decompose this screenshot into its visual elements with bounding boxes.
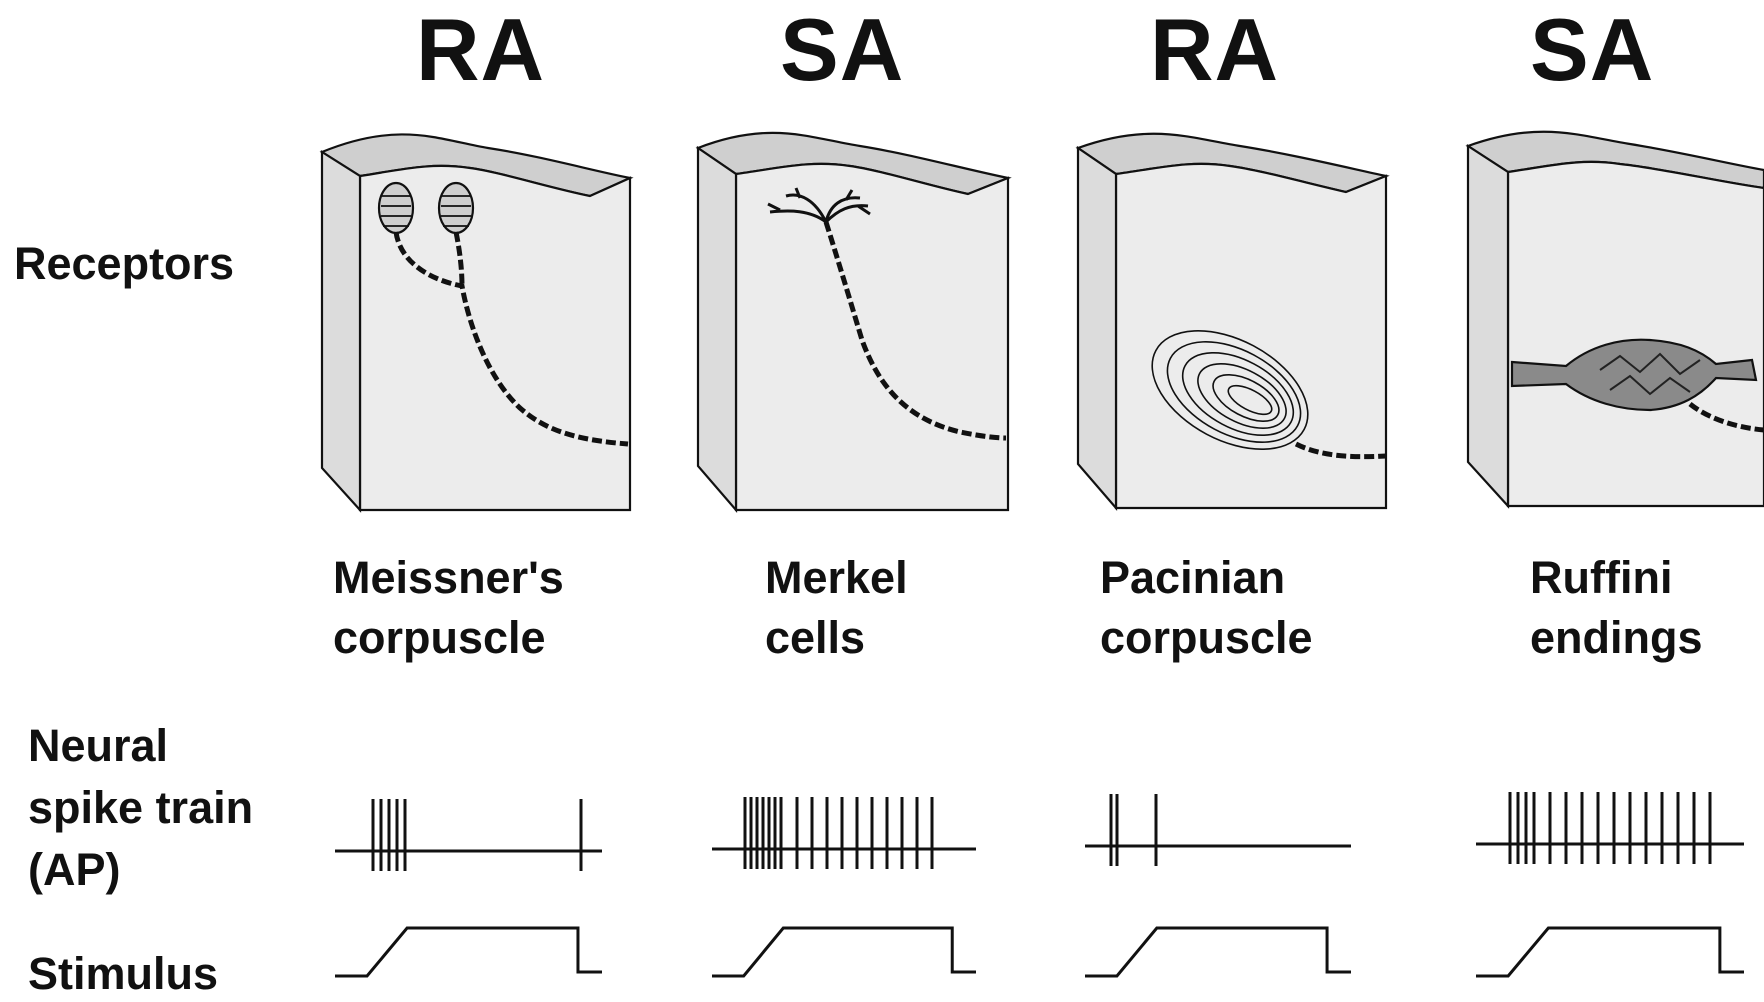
ruffini-traces [1476, 792, 1744, 976]
stimulus-waveform [335, 928, 602, 976]
meissner-traces [335, 799, 602, 976]
merkel-traces [712, 797, 976, 976]
stimulus-waveform [712, 928, 976, 976]
pacinian-traces [1085, 794, 1351, 976]
stimulus-waveform [1085, 928, 1351, 976]
stimulus-waveform [1476, 928, 1744, 976]
